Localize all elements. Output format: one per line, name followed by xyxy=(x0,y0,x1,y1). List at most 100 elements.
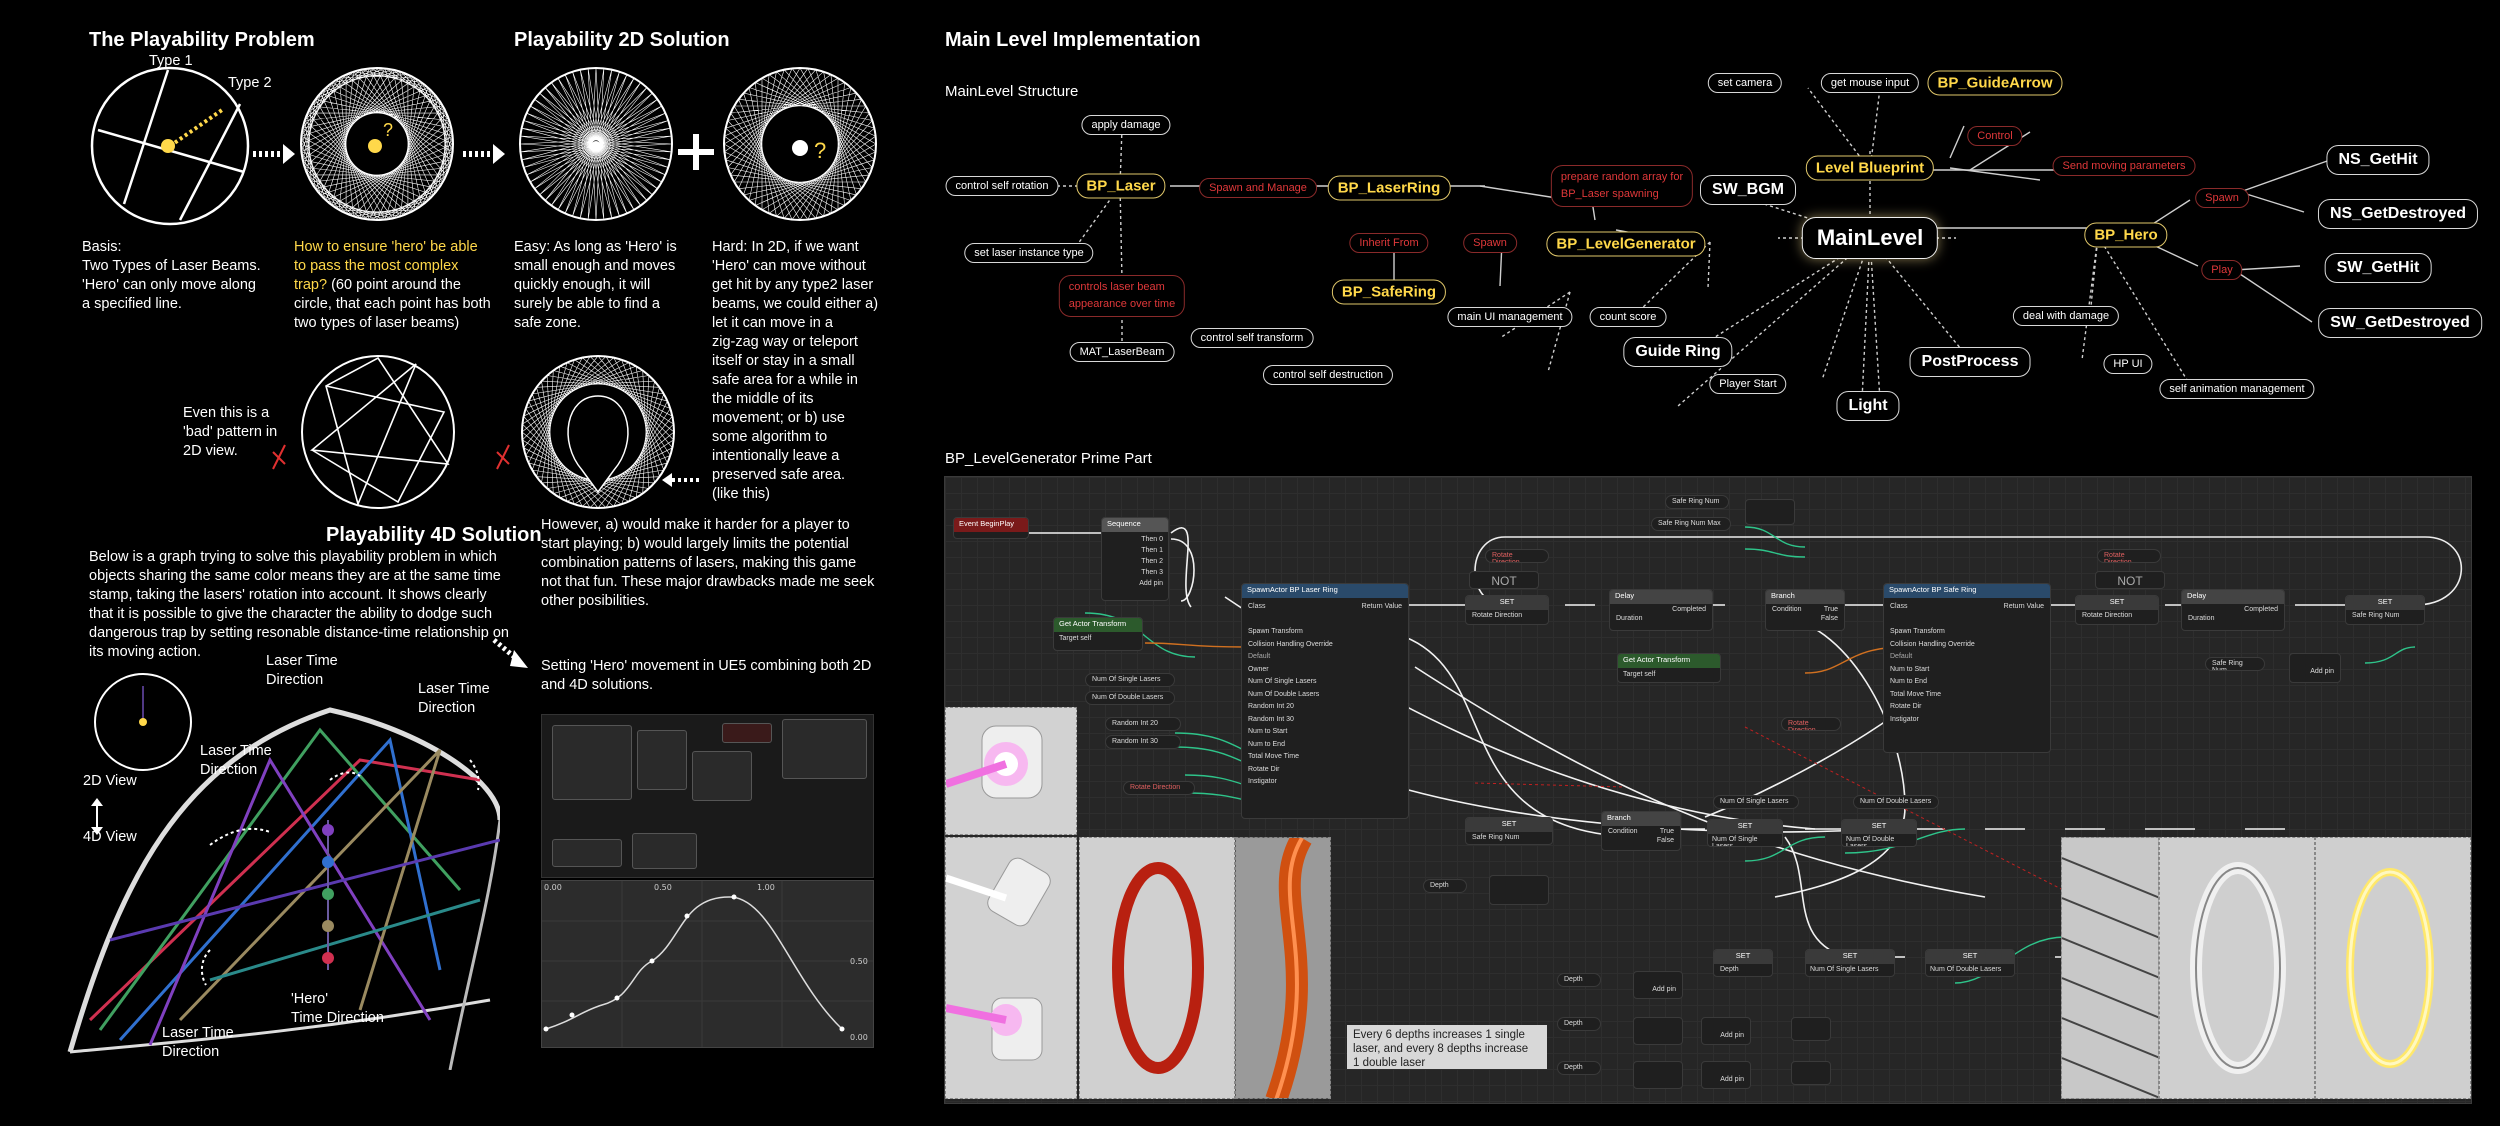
bp-var-depth-3[interactable]: Depth xyxy=(1557,1017,1601,1031)
bp-rotate-direction-1[interactable]: Rotate Direction xyxy=(1485,549,1549,563)
node-prepare-random[interactable]: prepare random array for BP_Laser spawni… xyxy=(1550,165,1694,207)
bp-var-num-single-2[interactable]: Num Of Single Lasers xyxy=(1713,795,1799,809)
node-bp-laserring[interactable]: BP_LaserRing xyxy=(1327,175,1451,201)
bp-set-1[interactable]: SET Rotate Direction xyxy=(1465,595,1549,625)
laser-emitter-image-1 xyxy=(945,707,1077,835)
node-get-mouse-input[interactable]: get mouse input xyxy=(1820,73,1920,93)
curve-label: 0.50 xyxy=(850,957,868,966)
node-bp-guidearrow[interactable]: BP_GuideArrow xyxy=(1927,70,2063,96)
node-set-laser-instance-type[interactable]: set laser instance type xyxy=(964,243,1094,263)
node-spawn-and-manage[interactable]: Spawn and Manage xyxy=(1199,178,1317,198)
hard-laser-circle: ? xyxy=(723,67,877,221)
bp-mini-node xyxy=(692,751,752,801)
bp-mini-node xyxy=(782,719,867,779)
bp-set-2[interactable]: SET Rotate Direction xyxy=(2075,595,2159,625)
bp-get-actor-transform-2[interactable]: Get Actor Transform Target self xyxy=(1617,653,1721,683)
bp-set-depth[interactable]: SET Depth xyxy=(1713,949,1773,977)
node-postprocess[interactable]: PostProcess xyxy=(1909,347,2031,377)
bp-set-safe-ring[interactable]: SET Safe Ring Num xyxy=(2345,595,2425,625)
bp-var-rotate-direction[interactable]: Rotate Direction xyxy=(1123,781,1195,795)
bp-add-4[interactable]: Add pin xyxy=(1701,1061,1751,1089)
laser-ring-image xyxy=(1079,837,1235,1099)
bp-add-3[interactable]: Add pin xyxy=(1701,1017,1751,1045)
node-sw-gethit[interactable]: SW_GetHit xyxy=(2324,253,2432,283)
bp-set-num-single[interactable]: SET Num Of Single Lasers xyxy=(1707,819,1783,847)
bp-var-safe-ring-num[interactable]: Safe Ring Num xyxy=(1665,495,1729,509)
node-controls-laser-beam[interactable]: controls laser beam appearance over time xyxy=(1058,275,1186,317)
bp-set-num-double[interactable]: SET Num Of Double Lasers xyxy=(1841,819,1917,847)
node-hp-ui[interactable]: HP UI xyxy=(2103,354,2153,374)
node-count-score[interactable]: count score xyxy=(1589,307,1667,327)
arrow-down-right-icon xyxy=(492,638,528,668)
bp-floor-1[interactable] xyxy=(1791,1017,1831,1041)
node-mainlevel[interactable]: MainLevel xyxy=(1801,217,1939,259)
type2-label: Type 2 xyxy=(228,75,272,91)
bp-rotate-direction-3[interactable]: Rotate Direction xyxy=(2097,549,2161,563)
bp-var-depth-2[interactable]: Depth xyxy=(1557,973,1601,987)
bp-event-beginplay[interactable]: Event BeginPlay xyxy=(953,517,1029,539)
bp-divide-1[interactable] xyxy=(1633,1017,1683,1045)
bp-not-1[interactable]: NOT xyxy=(1469,571,1539,589)
node-inherit-from[interactable]: Inherit From xyxy=(1349,233,1429,253)
node-ns-getdestroyed[interactable]: NS_GetDestroyed xyxy=(2317,199,2479,229)
node-level-blueprint[interactable]: Level Blueprint xyxy=(1805,155,1935,181)
bp-compare-1[interactable] xyxy=(1745,499,1795,525)
bp-var-rotate-direction-2[interactable]: Rotate Direction xyxy=(1781,717,1841,731)
node-control-self-destruction[interactable]: control self destruction xyxy=(1262,365,1394,385)
bp-mini-node xyxy=(552,839,622,867)
node-light[interactable]: Light xyxy=(1836,391,1900,421)
node-bp-hero[interactable]: BP_Hero xyxy=(2084,222,2168,248)
node-send-moving[interactable]: Send moving parameters xyxy=(2052,156,2196,176)
bp-set-num-double-3[interactable]: SET Num Of Double Lasers xyxy=(1925,949,2015,977)
bp-var-safe-ring-num-2[interactable]: Safe Ring Num xyxy=(2205,657,2265,671)
node-mat-laserbeam[interactable]: MAT_LaserBeam xyxy=(1069,342,1175,362)
however-text: However, a) would make it harder for a p… xyxy=(541,517,875,609)
node-sw-getdestroyed[interactable]: SW_GetDestroyed xyxy=(2318,308,2482,338)
node-spawn-1[interactable]: Spawn xyxy=(1463,233,1517,253)
bp-compare-2[interactable] xyxy=(1489,875,1549,905)
bp-random-int-30[interactable]: Random Int 30 xyxy=(1105,735,1181,749)
bp-var-safe-ring-num-max[interactable]: Safe Ring Num Max xyxy=(1651,517,1731,531)
node-main-ui-management[interactable]: main UI management xyxy=(1447,307,1573,327)
node-sw-bgm[interactable]: SW_BGM xyxy=(1700,175,1796,205)
laser-time-label-2: Laser Time Direction xyxy=(418,681,490,716)
bp-floor-2[interactable] xyxy=(1791,1061,1831,1085)
node-control-self-transform[interactable]: control self transform xyxy=(1190,328,1314,348)
node-ns-gethit[interactable]: NS_GetHit xyxy=(2326,145,2430,175)
bp-delay-1[interactable]: Delay Completed Duration xyxy=(1609,589,1713,631)
bp-set-safe-ring-2[interactable]: SET Safe Ring Num xyxy=(1465,817,1553,845)
node-guide-ring[interactable]: Guide Ring xyxy=(1623,337,1733,367)
node-control[interactable]: Control xyxy=(1967,126,2023,146)
bp-set-num-single-3[interactable]: SET Num Of Single Lasers xyxy=(1805,949,1895,977)
node-apply-damage[interactable]: apply damage xyxy=(1081,115,1171,135)
node-set-camera[interactable]: set camera xyxy=(1707,73,1783,93)
bp-var-depth-4[interactable]: Depth xyxy=(1557,1061,1601,1075)
bp-divide-2[interactable] xyxy=(1633,1061,1683,1089)
node-bp-safering[interactable]: BP_SafeRing xyxy=(1331,279,1447,305)
node-bp-levelgenerator[interactable]: BP_LevelGenerator xyxy=(1546,231,1706,257)
node-spawn-2[interactable]: Spawn xyxy=(2195,188,2249,208)
node-deal-with-damage[interactable]: deal with damage xyxy=(2012,306,2120,326)
bp-add-1[interactable]: Add pin xyxy=(2289,653,2341,683)
bp-delay-2[interactable]: Delay Completed Duration xyxy=(2181,589,2285,631)
node-control-self-rotation[interactable]: control self rotation xyxy=(945,176,1059,196)
bp-get-actor-transform[interactable]: Get Actor Transform Target self xyxy=(1053,617,1143,651)
node-self-animation[interactable]: self animation management xyxy=(2159,379,2315,399)
node-play[interactable]: Play xyxy=(2201,260,2243,280)
node-bp-laser[interactable]: BP_Laser xyxy=(1076,173,1166,199)
bp-var-num-double[interactable]: Num Of Double Lasers xyxy=(1085,691,1175,705)
bp-var-num-double-2[interactable]: Num Of Double Lasers xyxy=(1853,795,1939,809)
bp-add-2[interactable]: Add pin xyxy=(1633,971,1683,999)
node-player-start[interactable]: Player Start xyxy=(1709,374,1787,394)
4d-solution-graph xyxy=(67,673,500,1070)
bp-not-2[interactable]: NOT xyxy=(2095,571,2165,589)
bp-random-int-20[interactable]: Random Int 20 xyxy=(1105,717,1181,731)
bp-var-num-single[interactable]: Num Of Single Lasers xyxy=(1085,673,1175,687)
bp-var-depth-1[interactable]: Depth xyxy=(1423,879,1467,893)
